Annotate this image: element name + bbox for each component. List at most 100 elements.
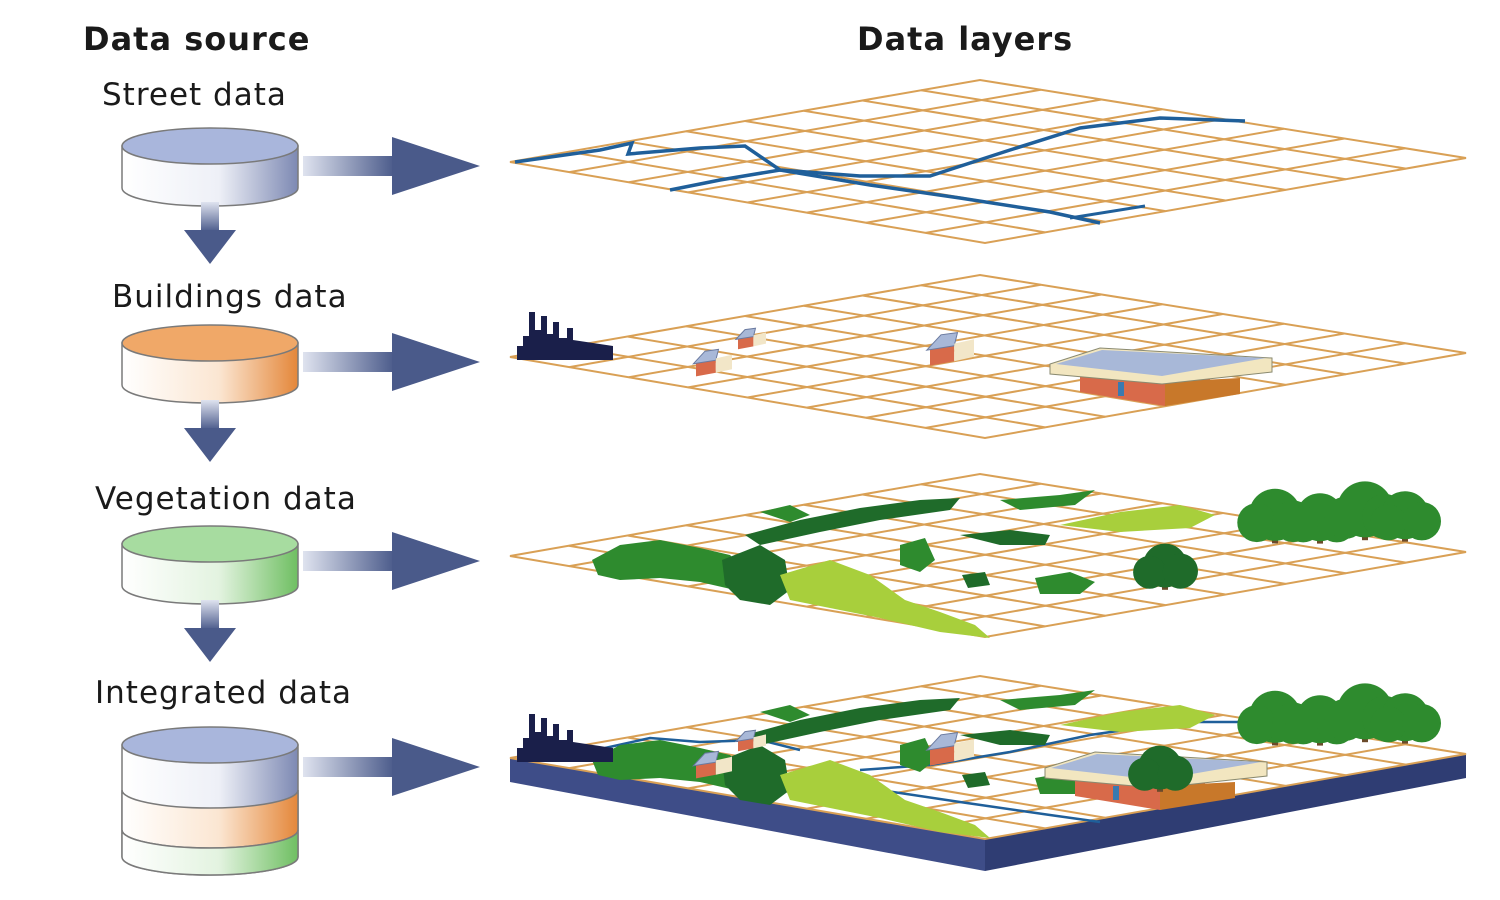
vegetation-patch [722, 545, 790, 605]
tree-crown [1162, 553, 1198, 589]
tree-crown [1133, 555, 1167, 589]
arrow-right-0-head [392, 137, 480, 195]
arrow-down-1 [184, 400, 236, 462]
large-building-door [1118, 382, 1124, 396]
street-db-cylinder-top [121, 127, 299, 165]
arrow-right-0-shaft [303, 156, 395, 176]
vegetation-patch [900, 738, 935, 772]
arrow-right-1-shaft [303, 352, 395, 372]
tree-crown [1285, 708, 1322, 745]
arrow-right-1 [303, 333, 480, 391]
street-layer-gridline [803, 109, 1286, 191]
street-layer-gridline [862, 99, 1346, 181]
arrow-right-1-head [392, 333, 480, 391]
vegetation-strip [745, 498, 960, 545]
buildings-layer-gridline [806, 322, 1284, 409]
house-side [753, 734, 766, 749]
arrow-down-2-head [184, 628, 236, 662]
vegetation-patch [962, 772, 990, 788]
vegetation-strip [1000, 690, 1095, 710]
integrated-db-cylinder-top [121, 726, 299, 764]
integrated-data-label: Integrated data [95, 675, 353, 711]
buildings-layer [509, 273, 1467, 440]
street-line [669, 168, 1101, 225]
vegetation-patch [780, 560, 990, 638]
vegetation-data-label: Vegetation data [95, 481, 357, 517]
vegetation-patch [962, 572, 990, 588]
integrated-db-cylinder-band-1 [121, 829, 299, 876]
integrated-layer-base-right [985, 754, 1466, 871]
vegetation-patch [760, 505, 810, 522]
vegetation-strip [1000, 490, 1095, 510]
tree-crown [1285, 506, 1322, 543]
house-side [954, 739, 974, 762]
arrow-right-3-shaft [303, 757, 395, 777]
vegetation-layer [509, 472, 1467, 639]
house-roof [691, 348, 720, 365]
city-skyline [517, 312, 613, 360]
vegetation-patch [1035, 572, 1095, 594]
house-roof [734, 729, 757, 743]
tree-crown [1370, 504, 1407, 541]
house-roof [734, 327, 757, 341]
vegetation-patch [780, 760, 990, 838]
vegetation-db-cylinder-top [121, 525, 299, 563]
tree-crown [1237, 503, 1277, 543]
arrow-right-2 [303, 532, 480, 590]
street-layer-gridline [747, 118, 1224, 204]
arrow-down-2-shaft [201, 600, 219, 630]
vegetation-patch [592, 540, 745, 590]
arrow-down-0-head [184, 230, 236, 264]
vegetation-patch [900, 538, 935, 572]
vegetation-db-cylinder [121, 525, 299, 605]
vegetation-strip [960, 530, 1050, 545]
arrow-right-3-head [392, 738, 480, 796]
buildings-layer-gridline [747, 313, 1224, 399]
street-line [879, 788, 1101, 824]
street-layer-gridline [921, 89, 1407, 170]
vegetation-strip [1060, 705, 1215, 732]
integrated-db-cylinder [121, 726, 299, 876]
database-cylinders [121, 127, 299, 876]
data-layer-planes [509, 78, 1467, 871]
arrow-right-0 [303, 137, 480, 195]
large-building-side [1165, 378, 1240, 406]
arrow-down-1-shaft [201, 400, 219, 430]
arrow-down-0 [184, 202, 236, 264]
house-side [954, 339, 974, 362]
tree-crown [1157, 755, 1193, 791]
tree-crown [1324, 496, 1367, 539]
house-side [715, 756, 732, 775]
flow-arrows [184, 137, 480, 796]
arrow-right-2-shaft [303, 551, 395, 571]
tree-crown [1402, 704, 1442, 743]
arrow-right-3 [303, 738, 480, 796]
house-roof [925, 332, 959, 351]
large-building-roof [1056, 350, 1266, 376]
data-layers-header: Data layers [857, 20, 1074, 58]
street-layer-gridline [806, 127, 1284, 214]
street-line [1069, 204, 1146, 220]
house-side [715, 354, 732, 373]
tree-crown [1128, 757, 1162, 791]
house-roof [691, 750, 720, 767]
buildings-db-cylinder [121, 324, 299, 404]
vegetation-strip [960, 730, 1050, 745]
vegetation-layer-gridline [866, 531, 1345, 618]
tree-crown [1237, 705, 1277, 745]
vegetation-strip [745, 698, 960, 745]
tree-crown [1370, 706, 1407, 743]
street-layer-gridline [925, 147, 1406, 234]
city-skyline [517, 714, 613, 762]
arrow-down-2 [184, 600, 236, 662]
arrow-down-1-head [184, 428, 236, 462]
vegetation-patch [760, 705, 810, 722]
buildings-data-label: Buildings data [112, 279, 348, 315]
street-data-label: Street data [102, 77, 287, 113]
house-side [753, 332, 766, 347]
vegetation-strip [1060, 505, 1215, 532]
tree-crown [1402, 502, 1442, 541]
house-roof [925, 732, 959, 751]
